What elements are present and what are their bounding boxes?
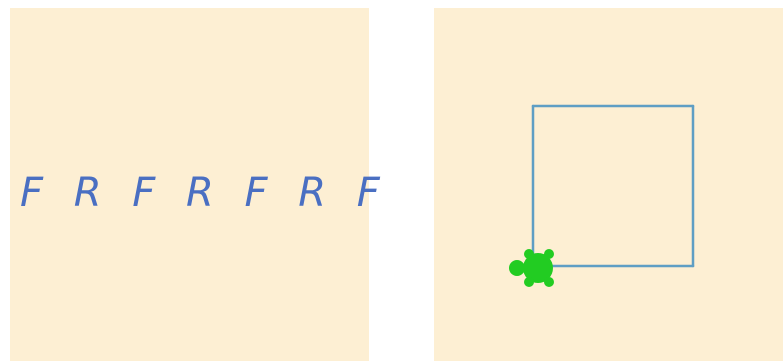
program-panel: F R F R F R F [10, 8, 369, 361]
turtle-icon [509, 249, 554, 287]
command-7: F [357, 165, 389, 221]
command-5: F [245, 165, 277, 221]
command-2: R [74, 165, 111, 221]
drawing-panel [434, 8, 783, 361]
square-path [533, 106, 693, 266]
drawing-canvas [434, 8, 783, 361]
program-text: F R F R F R F [10, 165, 369, 221]
command-6: R [298, 165, 335, 221]
command-3: F [132, 165, 164, 221]
command-4: R [186, 165, 223, 221]
command-1: F [20, 165, 52, 221]
